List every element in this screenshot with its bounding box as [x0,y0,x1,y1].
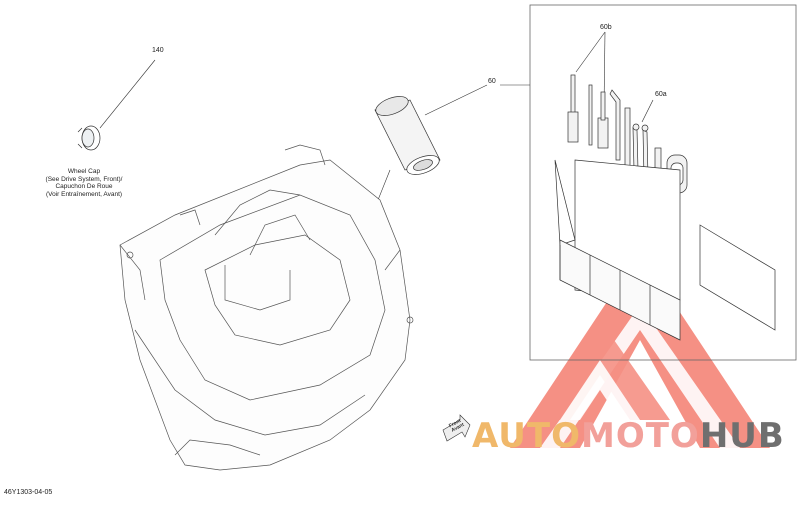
wheel-cap-label-line3: Capuchon De Roue [55,183,113,190]
wheel-cap-label-line1: Wheel Cap [67,168,101,175]
owner-manual [554,159,776,341]
wheel-cap-label-line4: (Voir Entraînement, Avant) [45,190,123,198]
wheel-cap-label-line2: (See Drive System, Front)/ [45,175,123,183]
callout-60a: 60a [655,91,667,98]
front-arrow-icon [442,414,471,442]
watermark-text: AUTOMOTOHUB [472,416,785,456]
leader-140 [99,59,156,129]
tool-wrench-a [632,127,639,171]
tool-bag-part [374,96,441,175]
watermark-auto: AUTO [472,416,581,456]
callout-60b: 60b [600,24,612,31]
wheel-cap-part [77,125,101,151]
leader-60-a [424,84,488,116]
main-body-part [119,144,414,471]
callout-60: 60 [488,78,496,85]
watermark-moto: MOTO [580,416,700,456]
leader-60a [641,99,654,123]
document-code: 46Y1303-04-05 [4,489,53,496]
callout-140: 140 [152,47,164,54]
wheel-cap-label: Wheel Cap (See Drive System, Front)/ Cap… [40,168,128,198]
leader-60b-a [575,31,606,73]
tool-set [567,74,688,194]
warranty-card [699,224,776,331]
kit-callout-box [529,4,797,361]
watermark-logo [510,252,770,448]
watermark-hub: HUB [699,416,785,456]
tool-allen-key [609,89,621,161]
